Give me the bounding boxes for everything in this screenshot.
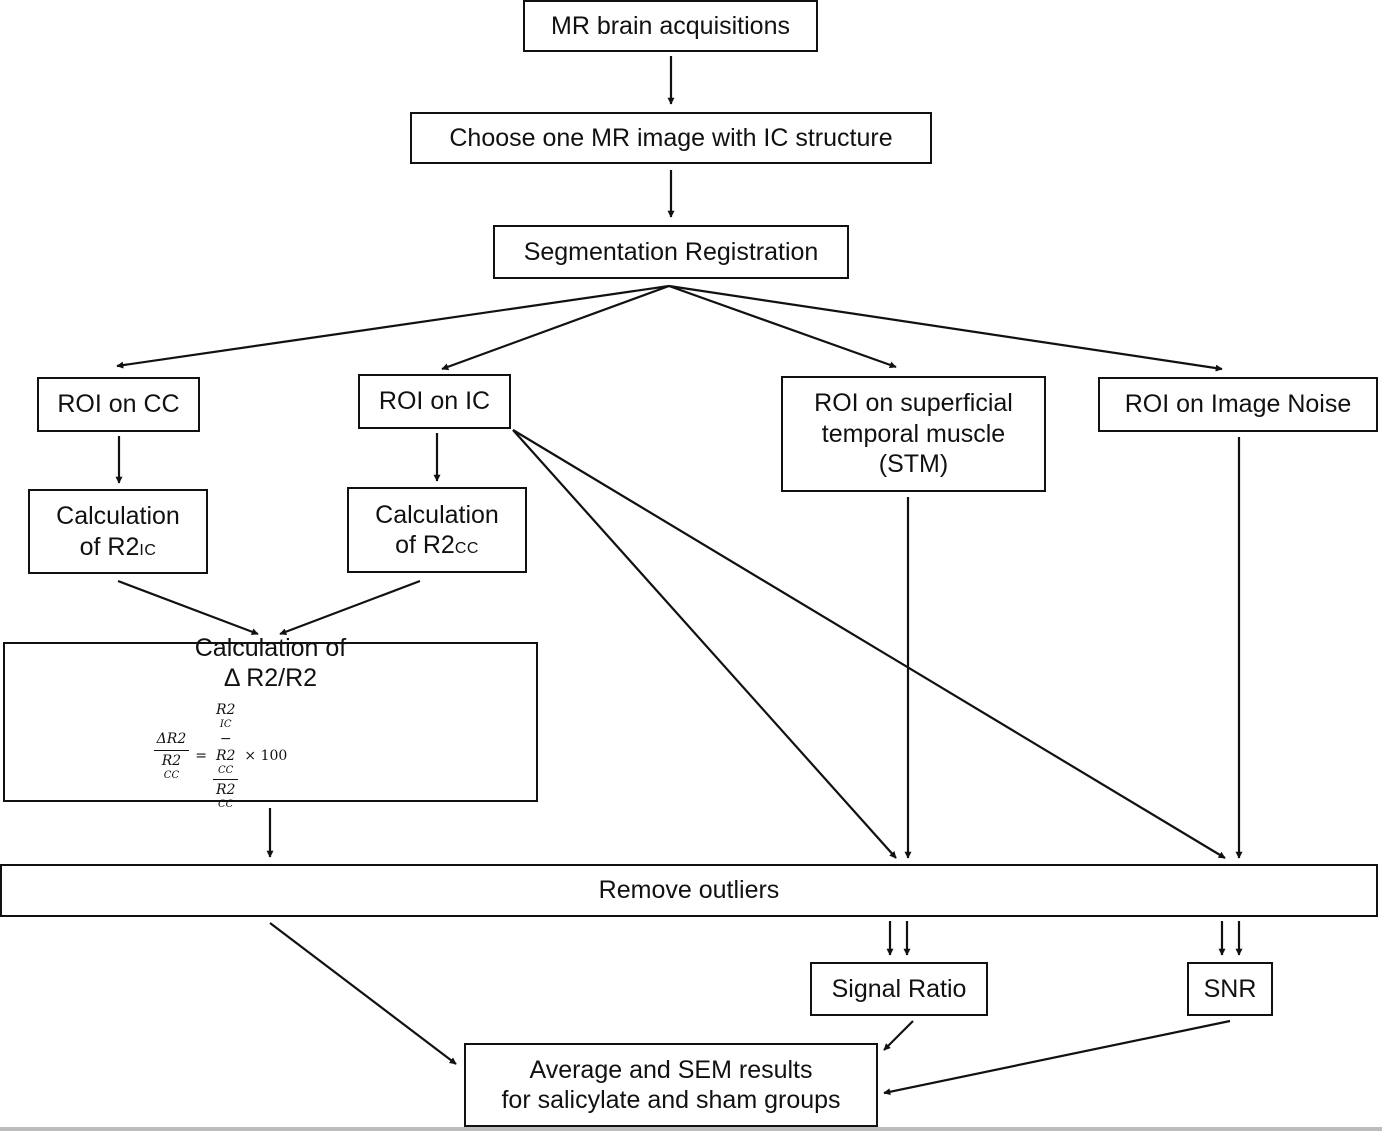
- arrow-signal-to-average: [883, 1020, 914, 1051]
- node-label: SNR: [1203, 974, 1257, 1003]
- node-label-line1: Calculation: [56, 502, 180, 530]
- node-label-line2: temporal muscle: [821, 419, 1006, 448]
- node-choose-mr-image: Choose one MR image with IC structure: [410, 112, 932, 164]
- arrow-seg-to-roi-noise: [668, 284, 1223, 372]
- node-roi-stm: ROI on superficial temporal muscle (STM): [781, 376, 1046, 492]
- node-label-line3: (STM): [878, 450, 949, 479]
- node-label-line2: for salicylate and sham groups: [501, 1086, 841, 1114]
- node-signal-ratio: Signal Ratio: [810, 962, 988, 1016]
- node-label: ROI on Image Noise: [1124, 390, 1352, 419]
- arrow-outliers-to-average: [269, 922, 457, 1065]
- arrow-seg-to-roi-stm: [668, 284, 897, 369]
- node-mr-brain-acquisitions: MR brain acquisitions: [523, 0, 818, 52]
- node-roi-image-noise: ROI on Image Noise: [1098, 377, 1378, 432]
- node-label-line1: Average and SEM results: [529, 1055, 813, 1084]
- node-label-line2: of R2IC: [79, 532, 157, 561]
- arrow-roi-ic-to-outliers-a: [512, 429, 897, 859]
- node-label: Segmentation Registration: [523, 237, 819, 266]
- node-label-line1: ROI on superficial: [814, 389, 1013, 418]
- node-snr: SNR: [1187, 962, 1273, 1016]
- node-label-line2: Δ R2/R2: [223, 664, 318, 693]
- node-label: Choose one MR image with IC structure: [449, 123, 893, 152]
- node-label: ROI on CC: [57, 390, 180, 419]
- formula-equals: =: [195, 747, 207, 764]
- node-label-line2: of R2CC: [395, 531, 479, 559]
- page-bottom-border: [0, 1127, 1382, 1131]
- arrow-seg-to-roi-ic: [441, 284, 670, 371]
- node-average-sem-results: Average and SEM results for salicylate a…: [464, 1043, 878, 1127]
- arrow-snr-to-average: [883, 1019, 1231, 1096]
- node-calc-r2ic: Calculation of R2IC: [28, 489, 208, 574]
- node-label: Remove outliers: [598, 876, 780, 905]
- arrow-calc-ic-to-delta: [117, 579, 259, 636]
- node-roi-cc: ROI on CC: [37, 377, 200, 432]
- node-label: Signal Ratio: [831, 974, 967, 1003]
- node-segmentation-registration: Segmentation Registration: [493, 225, 849, 279]
- node-calc-r2cc: Calculation of R2CC: [347, 487, 527, 573]
- node-remove-outliers: Remove outliers: [0, 864, 1378, 917]
- node-label: MR brain acquisitions: [551, 11, 790, 40]
- node-label-line1: Calculation: [375, 500, 499, 529]
- node-label-line1: Calculation of: [194, 633, 347, 662]
- arrow-seg-to-roi-cc: [116, 284, 670, 369]
- formula-times: × 100: [244, 747, 288, 764]
- arrow-roi-ic-to-outliers-b: [512, 429, 1226, 859]
- node-label: ROI on IC: [378, 387, 491, 416]
- arrow-calc-cc-to-delta: [279, 579, 421, 636]
- node-roi-ic: ROI on IC: [358, 374, 511, 429]
